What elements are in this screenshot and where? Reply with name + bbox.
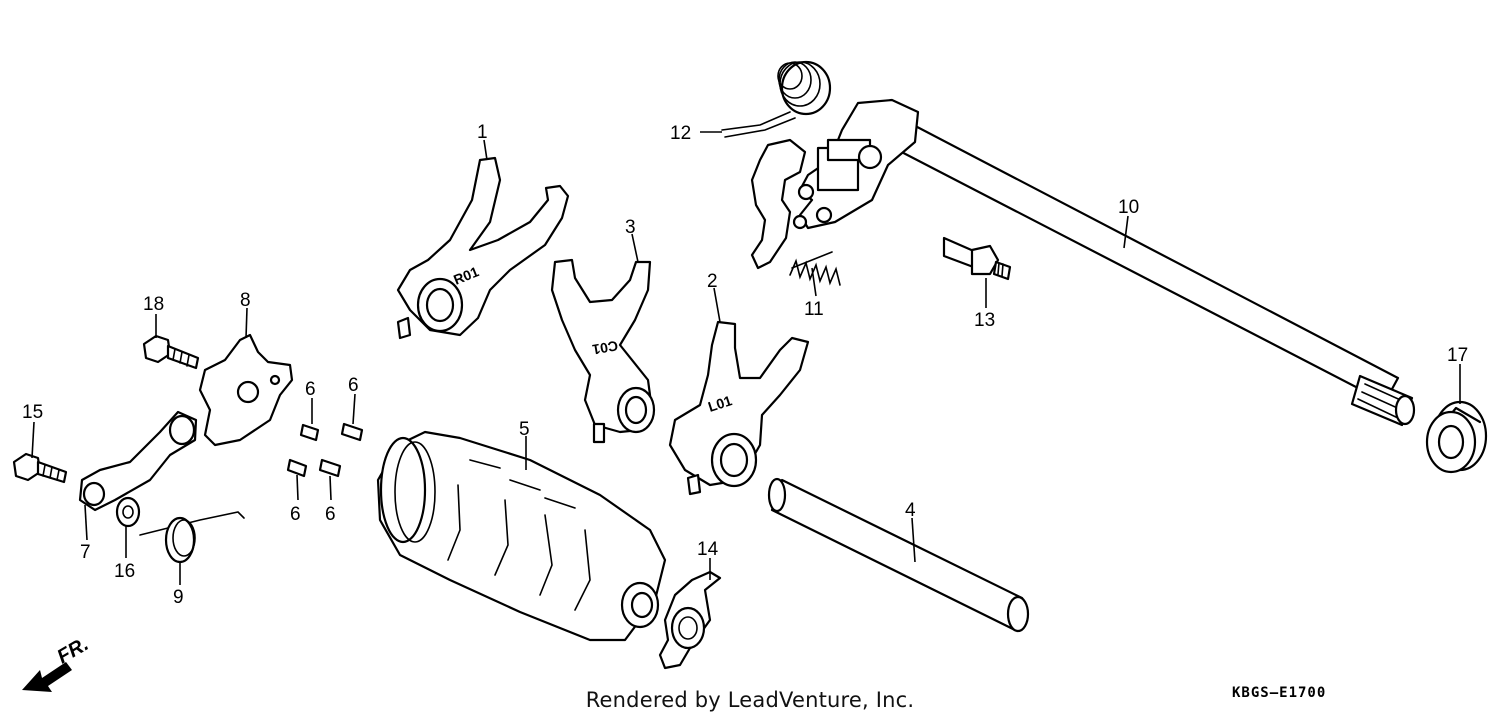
dowel-pins	[286, 422, 364, 478]
small-spring	[789, 251, 841, 286]
callout-15: 15	[22, 402, 43, 423]
callout-6c: 6	[290, 504, 301, 525]
callout-10: 10	[1118, 197, 1139, 218]
plate-bolt	[142, 334, 200, 370]
callout-13: 13	[974, 310, 995, 331]
callout-6a: 6	[305, 379, 316, 400]
stud-bolt	[942, 236, 1012, 281]
leader-lines	[31, 131, 1461, 585]
stopper-spring	[139, 511, 245, 564]
callout-2: 2	[707, 271, 718, 292]
fork-2-mark: L01	[706, 392, 734, 415]
callout-18: 18	[143, 294, 164, 315]
washer	[115, 496, 141, 528]
callout-3: 3	[625, 217, 636, 238]
front-arrow-icon: FR.	[22, 633, 92, 692]
stopper-arm	[78, 410, 198, 512]
callout-5: 5	[519, 419, 530, 440]
shift-drum	[376, 430, 667, 642]
callout-17: 17	[1447, 345, 1468, 366]
shift-fork-l	[668, 320, 810, 496]
footer-credit: Rendered by LeadVenture, Inc.	[585, 688, 915, 712]
oil-seal	[1425, 400, 1488, 474]
fork-shaft	[767, 477, 1030, 633]
callout-6b: 6	[348, 375, 359, 396]
callout-14: 14	[697, 539, 719, 560]
diagram-code: KBGS–E1700	[1232, 685, 1327, 701]
front-label: FR.	[54, 633, 93, 668]
stopper-bolt	[12, 452, 68, 484]
drum-center-plate	[198, 333, 294, 447]
fork-3-mark: C01	[591, 338, 619, 358]
shift-fork-c	[550, 258, 656, 444]
drum-stopper-plate	[658, 570, 722, 670]
return-spring	[721, 60, 832, 138]
callout-7: 7	[80, 542, 91, 563]
callout-11: 11	[804, 299, 824, 320]
callout-8: 8	[240, 290, 251, 311]
spindle-arm-assembly	[750, 98, 920, 270]
callout-6d: 6	[325, 504, 336, 525]
callout-1: 1	[477, 122, 488, 143]
gearshift-spindle	[886, 116, 1416, 427]
callout-4: 4	[905, 500, 916, 521]
callouts: 1 2 3 4 5 6 6 6 6 7 8 9 10 11 12 13 14 1…	[22, 122, 1468, 608]
callout-12: 12	[670, 123, 691, 144]
shift-fork-r	[396, 156, 570, 340]
callout-9: 9	[173, 587, 184, 608]
callout-16: 16	[114, 561, 135, 582]
